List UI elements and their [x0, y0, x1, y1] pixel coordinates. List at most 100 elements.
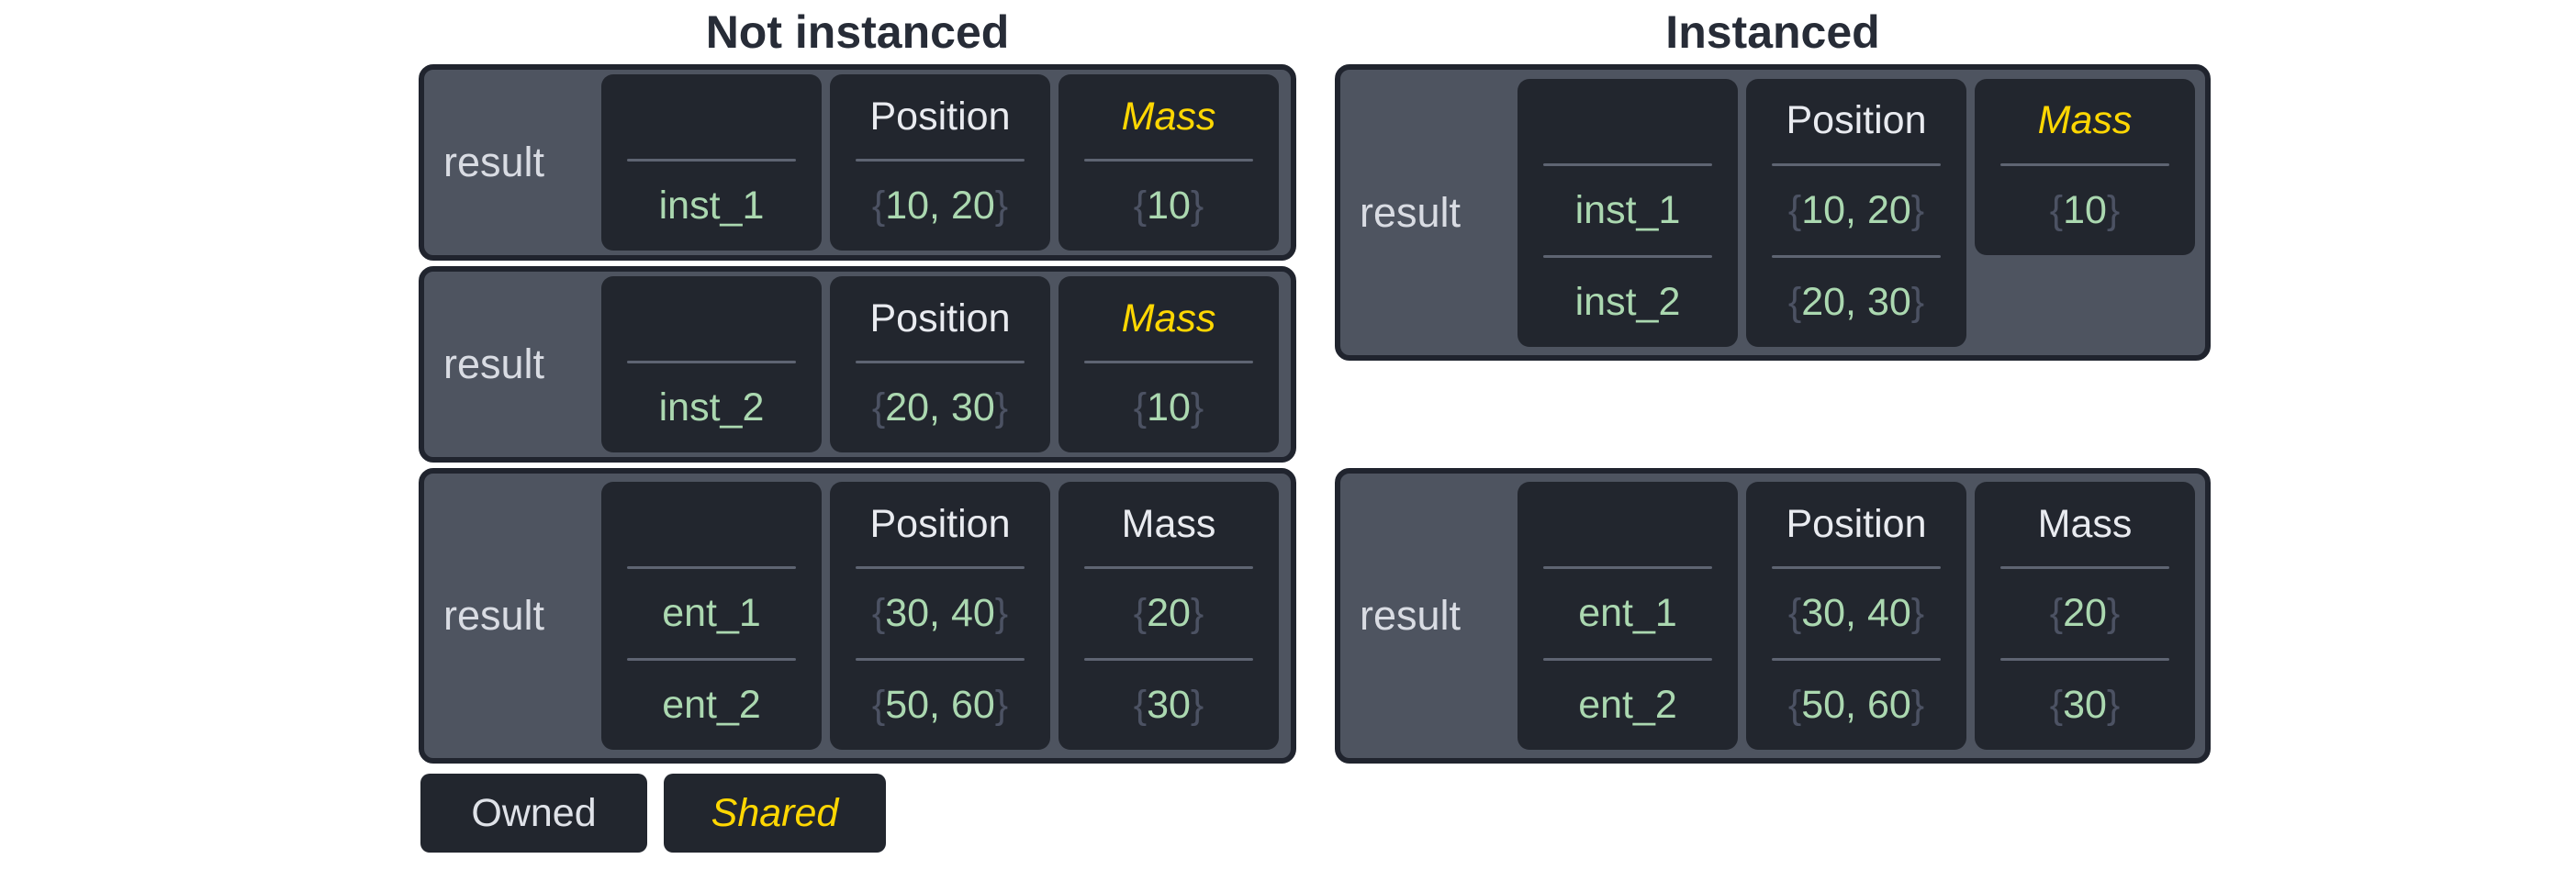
position-column: Position {10, 20} {20, 30} [1746, 78, 1966, 347]
header-divider [1083, 566, 1254, 569]
brace-open: { [2049, 187, 2064, 232]
table-cells: inst_1 inst_2 Position {10, 20} {20, 30}… [1518, 78, 2195, 347]
component-value: {20, 30} [1746, 258, 1966, 347]
header-divider [1999, 566, 2170, 569]
brace-close: } [1190, 184, 1204, 228]
section-title-instanced: Instanced [1665, 6, 1880, 58]
mass-column: Mass {20} {30} [1058, 482, 1279, 750]
header-divider [1771, 162, 1942, 166]
column-header-mass: Mass [2037, 501, 2133, 546]
column-header-position: Position [869, 296, 1011, 340]
brace-open: { [1133, 683, 1148, 727]
result-label: result [443, 139, 545, 185]
mass-column: Mass {20} {30} [1975, 482, 2195, 750]
mass-column: Mass {10} [1058, 74, 1279, 251]
column-header-position: Position [869, 501, 1011, 546]
component-value: {30} [1975, 661, 2195, 750]
position-column: Position {30, 40} {50, 60} [830, 482, 1050, 750]
component-value: {30, 40} [830, 569, 1050, 658]
entity-name: ent_2 [1578, 683, 1677, 727]
brace-close: } [1910, 187, 1925, 232]
entity-column: inst_2 [601, 276, 822, 452]
header-divider [1542, 566, 1713, 569]
result-table-instanced-insts: result inst_1 inst_2 Position {10, 20} {… [1335, 64, 2211, 361]
entity-column: inst_1 inst_2 [1518, 78, 1738, 347]
brace-open: { [1787, 279, 1802, 324]
position-column: Position {20, 30} [830, 276, 1050, 452]
header-divider [1542, 162, 1713, 166]
row-divider [1083, 658, 1254, 661]
mass-column: Mass {10} [1058, 276, 1279, 452]
entity-column-header [1518, 79, 1738, 163]
component-value: {30} [1058, 661, 1279, 750]
brace-close: } [994, 591, 1009, 635]
header-divider [626, 361, 797, 363]
brace-close: } [2106, 591, 2121, 635]
brace-close: } [994, 385, 1009, 429]
result-table-not-instanced-entities: result ent_1 ent_2 Position {30, 40} {50… [419, 468, 1296, 764]
entity-name: inst_1 [1574, 187, 1681, 232]
header-divider [855, 159, 1025, 162]
value-text: 10 [1147, 385, 1191, 429]
brace-close: } [2106, 683, 2121, 727]
brace-open: { [871, 683, 886, 727]
component-value: {10} [1975, 166, 2195, 255]
header-divider [855, 566, 1025, 569]
component-value: {20} [1058, 569, 1279, 658]
row-divider [1542, 254, 1713, 258]
component-value: {50, 60} [830, 661, 1050, 750]
legend-chip-shared: Shared [664, 774, 886, 853]
brace-close: } [1190, 683, 1204, 727]
row-divider [855, 658, 1025, 661]
header-divider [626, 159, 797, 162]
result-label: result [1360, 188, 1462, 236]
legend-chip-owned: Owned [420, 774, 647, 853]
value-text: 50, 60 [1801, 683, 1911, 727]
value-text: 10 [2063, 187, 2107, 232]
brace-open: { [2049, 683, 2064, 727]
result-label: result [1360, 592, 1462, 639]
brace-close: } [1910, 683, 1925, 727]
component-value: {20, 30} [830, 363, 1050, 452]
row-divider [1771, 658, 1942, 661]
column-header-mass-shared: Mass [1121, 94, 1216, 139]
brace-open: { [1787, 187, 1802, 232]
entity-column: ent_1 ent_2 [601, 482, 822, 750]
value-text: 10, 20 [1801, 187, 1911, 232]
column-header-mass-shared: Mass [2037, 98, 2133, 142]
entity-name: inst_1 [658, 184, 765, 228]
entity-column: inst_1 [601, 74, 822, 251]
column-header-position: Position [869, 94, 1011, 139]
brace-close: } [1190, 385, 1204, 429]
position-column: Position {30, 40} {50, 60} [1746, 482, 1966, 750]
brace-close: } [1910, 279, 1925, 324]
component-value: {10} [1058, 162, 1279, 251]
entity-column-header [601, 74, 822, 159]
header-divider [1771, 566, 1942, 569]
column-header-mass: Mass [1121, 501, 1216, 546]
row-divider [1999, 658, 2170, 661]
value-text: 20 [2063, 591, 2107, 635]
row-divider [626, 658, 797, 661]
header-divider [1083, 361, 1254, 363]
column-header-mass-shared: Mass [1121, 296, 1216, 340]
value-text: 10 [1147, 184, 1191, 228]
brace-close: } [994, 184, 1009, 228]
entity-name: inst_2 [1574, 279, 1681, 324]
value-text: 50, 60 [885, 683, 995, 727]
result-label: result [443, 340, 545, 387]
section-title-not-instanced: Not instanced [705, 6, 1010, 58]
value-text: 30 [2063, 683, 2107, 727]
entity-name: inst_2 [658, 385, 765, 429]
value-text: 30, 40 [1801, 591, 1911, 635]
brace-open: { [1787, 683, 1802, 727]
position-column: Position {10, 20} [830, 74, 1050, 251]
component-value: {10, 20} [1746, 166, 1966, 255]
result-table-instanced-entities: result ent_1 ent_2 Position {30, 40} {50… [1335, 468, 2211, 764]
result-label: result [443, 592, 545, 639]
table-cells: inst_1 Position {10, 20} Mass {10} [601, 74, 1279, 251]
brace-open: { [871, 385, 886, 429]
result-table-not-instanced-inst2: result inst_2 Position {20, 30} Mass {10… [419, 266, 1296, 463]
component-value: {20} [1975, 569, 2195, 658]
value-text: 20, 30 [1801, 279, 1911, 324]
